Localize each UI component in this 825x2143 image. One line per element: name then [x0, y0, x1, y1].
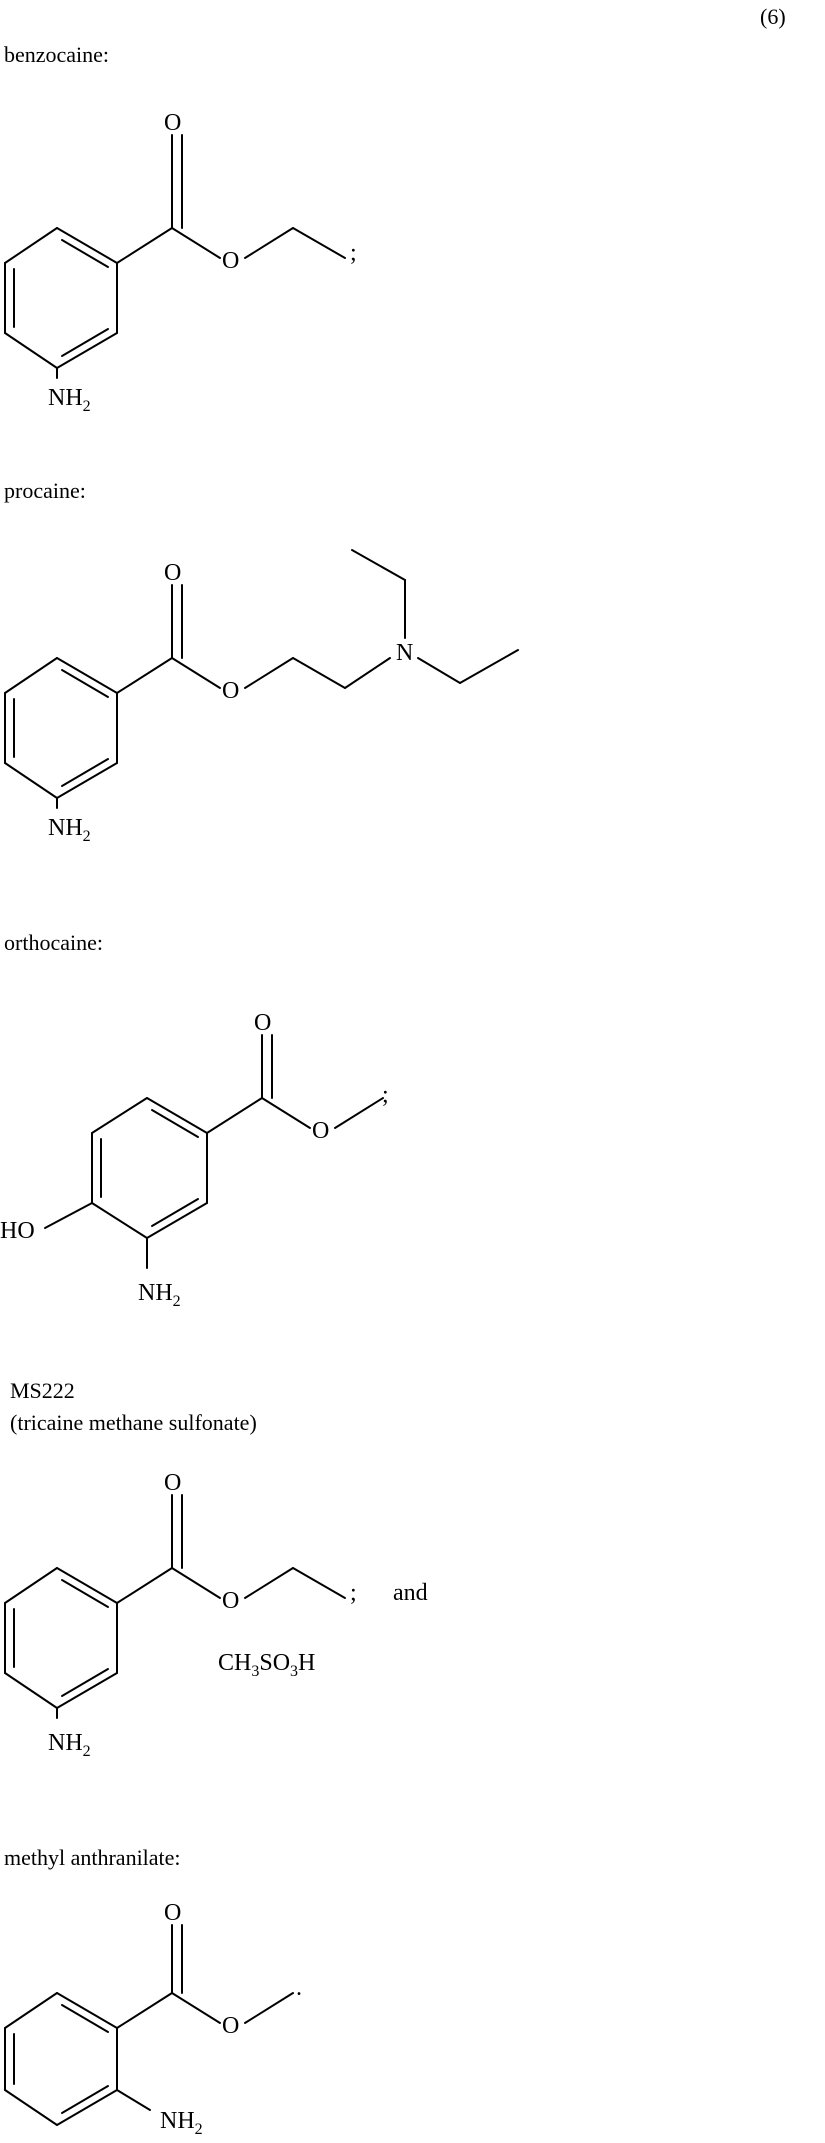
ms222-ester-bonds: [117, 1495, 345, 1603]
ms222-ring: [5, 1568, 117, 1708]
benzocaine-ester-o: O: [222, 248, 239, 274]
orthocaine-ring: [92, 1098, 207, 1238]
ms222-terminator: ;: [350, 1580, 357, 1606]
benzocaine-structure: O O ; NH2: [0, 110, 420, 430]
orthocaine-amine: NH2: [138, 1280, 181, 1310]
procaine-carbonyl-o: O: [164, 560, 181, 586]
procaine-structure: O O N NH2: [0, 560, 560, 880]
methyl-anthranilate-amine: NH2: [160, 2108, 203, 2138]
compound-name-ms222: MS222: [10, 1378, 75, 1404]
compound-name-benzocaine: benzocaine:: [4, 42, 109, 68]
orthocaine-ester-o: O: [312, 1118, 329, 1144]
methyl-anthranilate-ring: [5, 1993, 117, 2125]
procaine-amine: NH2: [48, 815, 91, 845]
methyl-anthranilate-carbonyl-o: O: [164, 1900, 181, 1926]
benzocaine-terminator: ;: [350, 240, 357, 266]
ms222-amine: NH2: [48, 1730, 91, 1760]
methyl-anthranilate-structure: O O . NH2: [0, 1900, 420, 2143]
methyl-anthranilate-ester-bonds: [117, 1925, 293, 2028]
benzocaine-ring: [5, 228, 117, 368]
orthocaine-hydroxyl-bond: [45, 1203, 92, 1228]
ms222-ester-o: O: [222, 1588, 239, 1614]
orthocaine-ester-bonds: [207, 1035, 383, 1133]
orthocaine-terminator: ;: [382, 1082, 389, 1108]
compound-name-orthocaine: orthocaine:: [4, 930, 103, 956]
procaine-nitrogen: N: [396, 640, 413, 666]
ms222-conjunction: and: [393, 1580, 428, 1606]
benzocaine-carbonyl-o: O: [164, 110, 181, 136]
compound-subtitle-ms222: (tricaine methane sulfonate): [10, 1410, 257, 1436]
methyl-anthranilate-amine-bond: [117, 2090, 150, 2110]
compound-name-methyl-anthranilate: methyl anthranilate:: [4, 1845, 181, 1871]
ms222-salt-formula: CH3SO3H: [218, 1650, 315, 1680]
methyl-anthranilate-ester-o: O: [222, 2013, 239, 2039]
procaine-ring: [5, 658, 117, 798]
procaine-ester-o: O: [222, 678, 239, 704]
orthocaine-structure: O O ; HO NH2: [0, 1010, 420, 1330]
ms222-structure: O O ; and CH3SO3H NH2: [0, 1470, 500, 1790]
methyl-anthranilate-terminator: .: [296, 1975, 302, 2001]
equation-number: (6): [760, 4, 786, 30]
orthocaine-hydroxyl: HO: [0, 1218, 35, 1244]
benzocaine-ester-bonds: [117, 135, 345, 263]
ms222-carbonyl-o: O: [164, 1470, 181, 1496]
orthocaine-carbonyl-o: O: [254, 1010, 271, 1036]
benzocaine-amine: NH2: [48, 385, 91, 415]
compound-name-procaine: procaine:: [4, 478, 86, 504]
